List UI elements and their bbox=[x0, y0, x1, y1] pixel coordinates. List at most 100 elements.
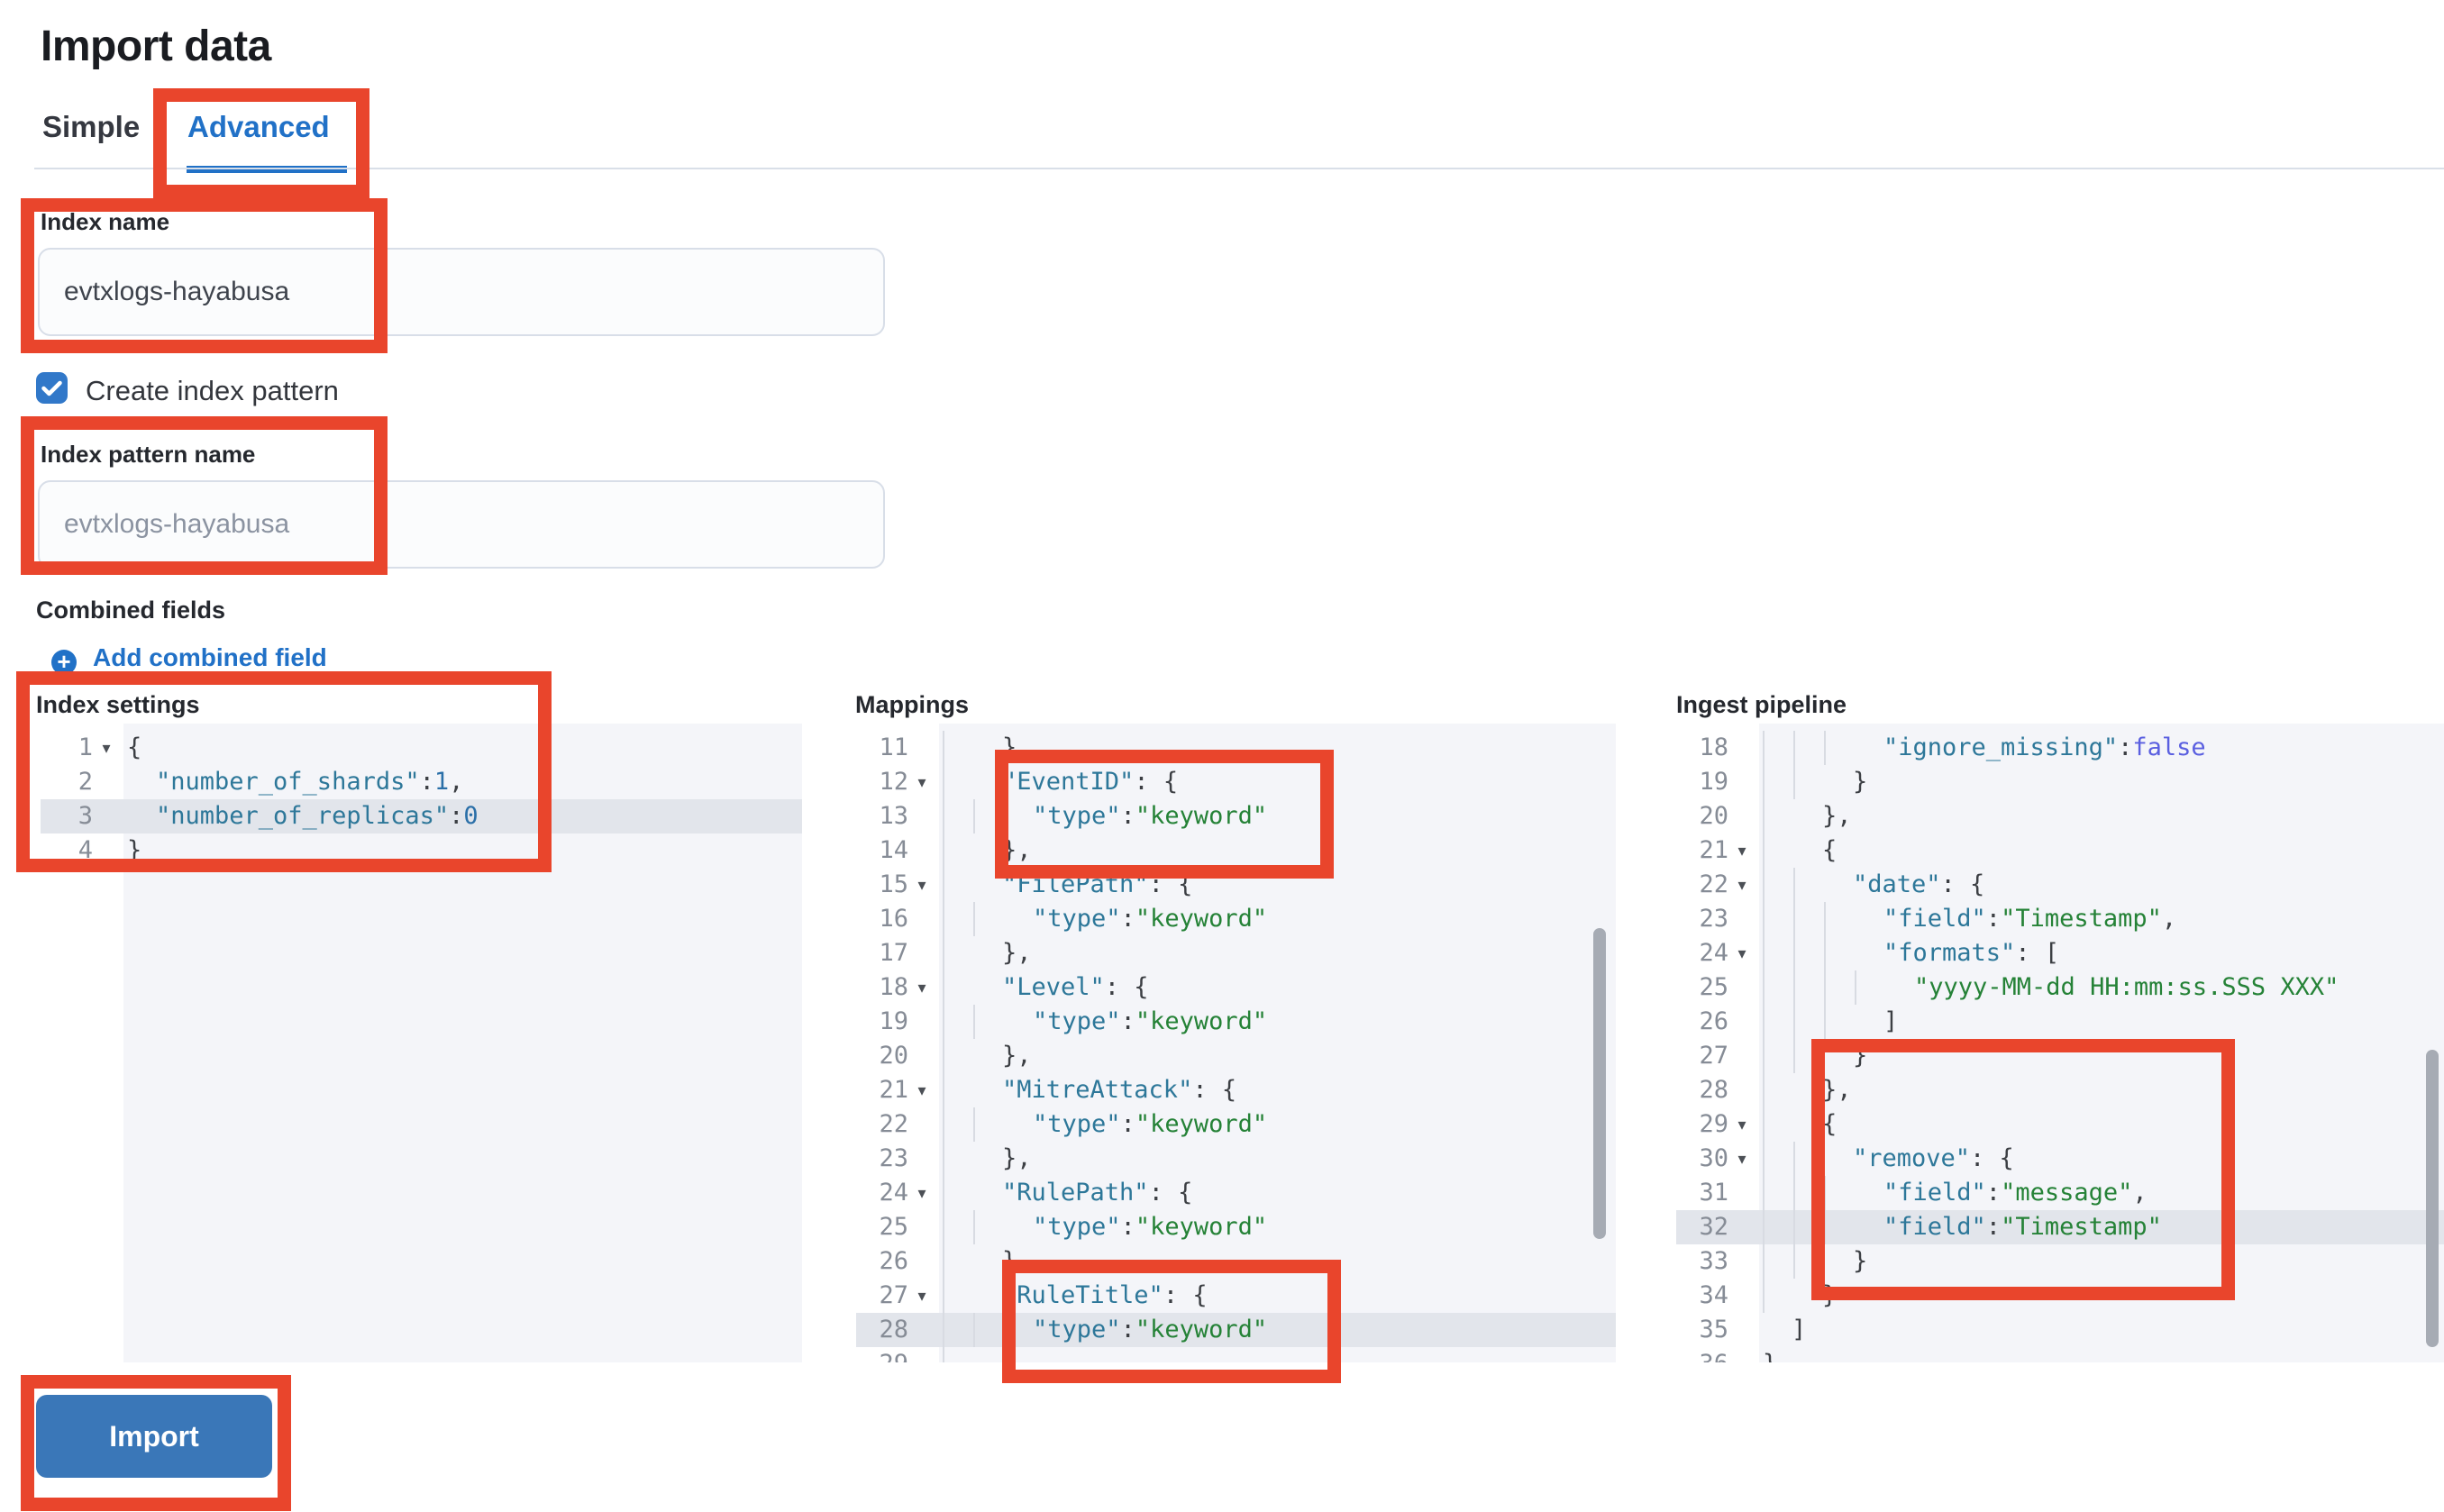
code-token: "EventID" bbox=[1002, 768, 1135, 796]
indent-guide bbox=[943, 1005, 973, 1039]
code-token: : bbox=[1120, 1007, 1135, 1035]
line-number: 16 bbox=[879, 905, 908, 933]
code-token: "field" bbox=[1883, 1213, 1986, 1241]
indent-space bbox=[973, 936, 1002, 970]
indent-guide bbox=[943, 970, 973, 1005]
indent-guide bbox=[1763, 1279, 1793, 1313]
index-pattern-name-input[interactable] bbox=[38, 480, 885, 569]
indent-space bbox=[1855, 1005, 1883, 1039]
mappings-editor[interactable]: 11▾},12▾"EventID": {13▾"type": "keyword"… bbox=[856, 724, 1616, 1362]
line-number: 27 bbox=[879, 1281, 908, 1309]
code-token: }, bbox=[1822, 1076, 1852, 1104]
code-token: "number_of_shards" bbox=[156, 768, 420, 796]
checkmark-icon bbox=[41, 380, 62, 396]
indent-guide bbox=[943, 1313, 973, 1347]
fold-arrow-icon[interactable]: ▾ bbox=[917, 1287, 926, 1305]
line-number: 3 bbox=[78, 802, 93, 830]
line-number: 29 bbox=[856, 1347, 908, 1362]
index-name-input[interactable] bbox=[38, 248, 885, 336]
create-index-pattern-checkbox[interactable] bbox=[36, 372, 68, 404]
code-token: "keyword" bbox=[1135, 1213, 1268, 1241]
import-button[interactable]: Import bbox=[36, 1395, 272, 1478]
indent-space bbox=[973, 1039, 1002, 1073]
fold-arrow-icon[interactable]: ▾ bbox=[102, 739, 111, 757]
indent-guide bbox=[943, 1279, 973, 1313]
code-line-15: 15▾"FilePath": { bbox=[856, 868, 1616, 902]
code-token: }, bbox=[1002, 1247, 1032, 1275]
indent-guide bbox=[1763, 902, 1793, 936]
indent-guide bbox=[1793, 970, 1824, 1005]
ingest-pipeline-editor[interactable]: 18▾"ignore_missing": false19▾}20▾},21▾{2… bbox=[1676, 724, 2444, 1362]
code-line-29: 29▾{ bbox=[1676, 1107, 2444, 1142]
code-token: "keyword" bbox=[1135, 1110, 1268, 1138]
indent-guide bbox=[1793, 1210, 1824, 1244]
fold-arrow-icon[interactable]: ▾ bbox=[1737, 944, 1746, 962]
code-token: "type" bbox=[1033, 802, 1121, 830]
indent-guide bbox=[943, 902, 973, 936]
fold-arrow-icon[interactable]: ▾ bbox=[917, 876, 926, 894]
active-tab-underline bbox=[187, 166, 347, 173]
tab-simple[interactable]: Simple bbox=[42, 110, 141, 143]
code-line-24: 24▾"RulePath": { bbox=[856, 1176, 1616, 1210]
indent-guide bbox=[973, 1313, 1004, 1347]
indent-guide bbox=[943, 1107, 973, 1142]
code-token: } bbox=[1822, 1281, 1838, 1309]
code-line-1: 1▾{ bbox=[41, 731, 802, 765]
indent-guide bbox=[1763, 1244, 1793, 1279]
code-token: : { bbox=[1970, 1144, 2014, 1172]
code-token: } bbox=[1763, 1347, 1777, 1362]
indent-guide bbox=[1793, 1005, 1824, 1039]
indent-guide bbox=[1763, 970, 1793, 1005]
code-line-18: 18▾"ignore_missing": false bbox=[1676, 731, 2444, 765]
add-combined-field-link[interactable]: +Add combined field bbox=[51, 643, 327, 675]
fold-arrow-icon[interactable]: ▾ bbox=[917, 979, 926, 997]
indent-space bbox=[127, 799, 156, 833]
code-token: "Timestamp" bbox=[2001, 1213, 2162, 1241]
ingest-pipeline-scrollbar[interactable] bbox=[2426, 1050, 2439, 1347]
fold-arrow-icon[interactable]: ▾ bbox=[1737, 876, 1746, 894]
indent-space bbox=[1793, 1073, 1822, 1107]
code-token: "keyword" bbox=[1135, 1316, 1268, 1343]
indent-space bbox=[973, 731, 1002, 765]
code-line-32: 32▾"field": "Timestamp" bbox=[1676, 1210, 2444, 1244]
code-token: : { bbox=[1192, 1076, 1237, 1104]
code-line-20: 20▾}, bbox=[1676, 799, 2444, 833]
indent-space bbox=[1793, 1107, 1822, 1142]
fold-arrow-icon[interactable]: ▾ bbox=[917, 1184, 926, 1202]
code-token: "Timestamp" bbox=[2001, 905, 2162, 933]
indent-guide bbox=[943, 1176, 973, 1210]
indent-guide bbox=[1763, 1039, 1793, 1073]
indent-guide bbox=[1763, 868, 1793, 902]
code-line-2: 2▾"number_of_shards": 1, bbox=[41, 765, 802, 799]
indent-guide bbox=[1824, 936, 1855, 970]
index-settings-editor[interactable]: 1▾{2▾"number_of_shards": 1, 3 ▾ "number_of_… bbox=[41, 724, 802, 1362]
mappings-scrollbar[interactable] bbox=[1593, 928, 1606, 1239]
tab-advanced[interactable]: Advanced bbox=[187, 110, 330, 143]
fold-arrow-icon[interactable]: ▾ bbox=[1737, 842, 1746, 860]
indent-guide bbox=[1763, 799, 1793, 833]
ingest-pipeline-label: Ingest pipeline bbox=[1676, 691, 1847, 718]
indent-space bbox=[1885, 970, 1914, 1005]
index-name-label: Index name bbox=[41, 208, 170, 235]
line-number: 26 bbox=[879, 1247, 908, 1275]
code-token: : { bbox=[1940, 870, 1985, 898]
fold-arrow-icon[interactable]: ▾ bbox=[1737, 1116, 1746, 1134]
code-token: : { bbox=[1148, 1179, 1193, 1207]
fold-arrow-icon[interactable]: ▾ bbox=[917, 773, 926, 791]
indent-guide bbox=[943, 765, 973, 799]
fold-arrow-icon[interactable]: ▾ bbox=[1737, 1150, 1746, 1168]
line-number: 28 bbox=[1699, 1076, 1728, 1104]
code-token: "ignore_missing" bbox=[1883, 733, 2119, 761]
code-line-21: 21▾{ bbox=[1676, 833, 2444, 868]
line-number: 20 bbox=[1699, 802, 1728, 830]
code-token: : bbox=[1120, 1316, 1135, 1343]
code-token: 1 bbox=[433, 768, 450, 796]
fold-arrow-icon[interactable]: ▾ bbox=[917, 1081, 926, 1099]
code-line-28: 28▾"type": "keyword" bbox=[856, 1313, 1616, 1347]
line-number: 27 bbox=[1699, 1042, 1728, 1070]
code-token: : [ bbox=[2015, 939, 2060, 967]
line-number: 22 bbox=[1699, 870, 1728, 898]
indent-space bbox=[1855, 902, 1883, 936]
code-token: } bbox=[1853, 1247, 1868, 1275]
